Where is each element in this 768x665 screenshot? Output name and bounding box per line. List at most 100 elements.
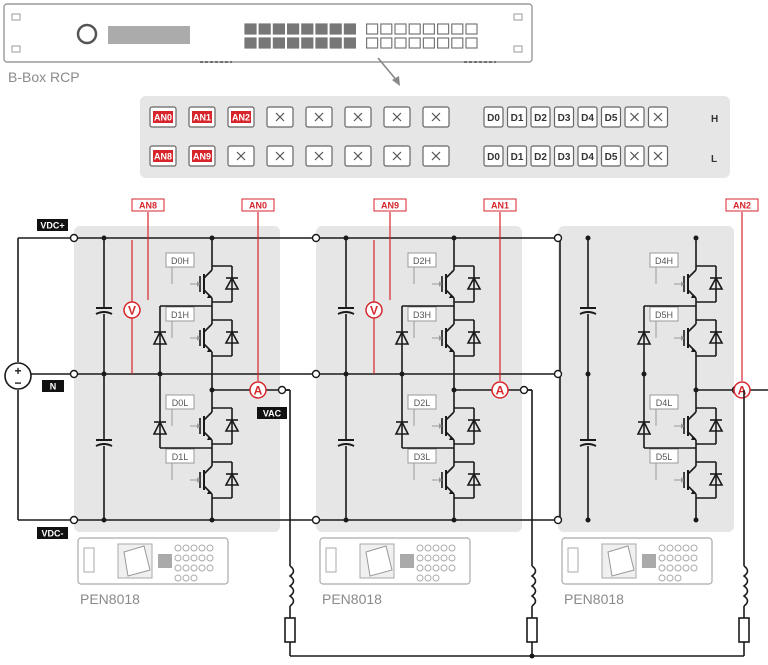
pin-d0: D0 (483, 106, 504, 128)
switch-label: D4H (655, 256, 673, 266)
voltage-meter-icon (123, 301, 141, 319)
pin-an2: AN2 (227, 106, 255, 128)
switch-label: D0L (172, 398, 189, 408)
current-probe-tag (725, 198, 759, 212)
pin-d5: D5 (600, 106, 622, 128)
switch-label: D4L (656, 398, 673, 408)
pin-label: AN2 (232, 113, 250, 123)
rack-port (315, 37, 328, 49)
gate-box (165, 448, 195, 464)
current-meter-icon (249, 381, 267, 399)
rack-port (366, 23, 379, 35)
voltage-meter-label: V (370, 304, 378, 318)
pin-d3: D3 (553, 145, 575, 167)
pin-d2: D2 (530, 106, 551, 128)
rack-port (272, 37, 285, 49)
rack-port (380, 37, 393, 49)
gate-box (649, 306, 679, 322)
pin-label: D2 (534, 152, 547, 163)
rack-port (394, 37, 407, 49)
source-plus: + (14, 364, 21, 378)
switch-label: D2H (413, 256, 431, 266)
current-meter-icon (491, 381, 509, 399)
rack-port (394, 23, 407, 35)
rack-port (437, 23, 450, 35)
current-probe-label: AN0 (249, 201, 267, 211)
pin-label: D4 (581, 152, 594, 163)
pen8018-module (561, 537, 713, 585)
pin-label: D3 (558, 152, 571, 163)
pin-unused (227, 145, 255, 167)
rack-port (408, 37, 421, 49)
rail-dc-plus-label: VDC+ (40, 221, 64, 231)
pin-unused (383, 145, 411, 167)
switch-label: D1L (172, 452, 189, 462)
pin-unused (305, 145, 333, 167)
rack-port (315, 23, 328, 35)
rack-port (258, 37, 271, 49)
rack-port (258, 23, 271, 35)
pin-unused (624, 145, 645, 167)
pin-unused (344, 145, 372, 167)
pin-an1: AN1 (188, 106, 216, 128)
rack-port (380, 23, 393, 35)
device-name: B-Box RCP (8, 69, 80, 85)
dc-source-icon (4, 362, 32, 390)
rack-port (343, 37, 356, 49)
current-meter-label: A (254, 384, 263, 398)
pin-unused (624, 106, 645, 128)
switch-label: D1H (171, 310, 189, 320)
gate-box (649, 394, 679, 410)
row-low-suffix: L (711, 154, 717, 165)
gate-box (165, 306, 195, 322)
pin-d5: D5 (600, 145, 622, 167)
pin-label: AN8 (154, 152, 172, 162)
rack-port (329, 23, 342, 35)
current-meter-label: A (496, 384, 505, 398)
gate-box (649, 448, 679, 464)
voltage-probe-tag (373, 198, 407, 212)
voltage-meter-label: V (128, 304, 136, 318)
gate-box (165, 394, 195, 410)
pin-unused (422, 106, 450, 128)
pin-unused (305, 106, 333, 128)
gate-box (649, 252, 679, 268)
load-network (284, 390, 750, 657)
pin-unused (383, 106, 411, 128)
current-probe-tag (483, 198, 517, 212)
pin-d3: D3 (553, 106, 575, 128)
display-screen (108, 26, 190, 44)
pin-d4: D4 (577, 145, 598, 167)
rack-port (272, 23, 285, 35)
rack-port (422, 23, 435, 35)
pin-label: D1 (511, 113, 524, 124)
rack-port (301, 37, 314, 49)
pin-d0: D0 (483, 145, 504, 167)
gate-box (407, 252, 437, 268)
current-probe-label: AN1 (491, 201, 509, 211)
pen8018-module (77, 537, 229, 585)
rack-port (465, 37, 478, 49)
switch-label: D5L (656, 452, 673, 462)
rack-port (287, 37, 300, 49)
voltage-probe-label: AN9 (381, 201, 399, 211)
module-name: PEN8018 (80, 591, 140, 607)
pin-label: D3 (558, 113, 571, 124)
rack-port (301, 23, 314, 35)
pin-label: D1 (511, 152, 524, 163)
rack-port (408, 23, 421, 35)
gate-box (407, 448, 437, 464)
voltage-meter-icon (365, 301, 383, 319)
pin-unused (344, 106, 372, 128)
pin-d1: D1 (506, 106, 528, 128)
voltage-probe-tag (131, 198, 165, 212)
pin-d4: D4 (577, 106, 598, 128)
rack-port (451, 23, 464, 35)
pin-an0: AN0 (149, 106, 177, 128)
rack-ports (244, 23, 478, 49)
